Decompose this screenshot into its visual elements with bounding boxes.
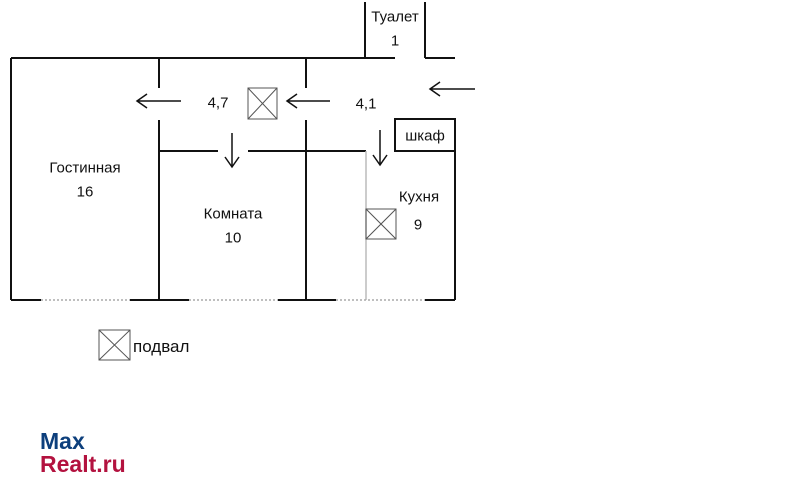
arrow-left-icon — [135, 93, 181, 109]
arrow-left-icon — [285, 93, 330, 109]
arrow-down-icon — [224, 133, 240, 169]
basement-label: подвал — [133, 337, 190, 356]
hatch-box-icon — [365, 208, 397, 240]
arrow-down-icon — [372, 130, 388, 167]
maxrealt-logo: Max Realt.ru — [40, 430, 126, 476]
toilet-area: 1 — [390, 32, 400, 50]
basement-hatch-icon — [98, 329, 131, 361]
logo-max: Max — [40, 428, 85, 454]
walls — [10, 2, 456, 301]
kitchen-label: Кухня — [398, 188, 440, 206]
hatch-box-icon — [247, 87, 278, 120]
arrows — [135, 81, 475, 169]
room-area: 10 — [224, 229, 242, 247]
arrow-left-icon — [428, 81, 475, 97]
hall2-area: 4,1 — [355, 95, 377, 113]
logo-realt: Realt.ru — [40, 451, 126, 477]
living-area: 16 — [76, 183, 94, 201]
kitchen-area: 9 — [413, 216, 423, 234]
room-label: Комната — [203, 205, 263, 223]
toilet-label: Туалет — [371, 8, 419, 26]
living-label: Гостинная — [49, 159, 121, 177]
closet-box — [394, 118, 456, 152]
hall1-area: 4,7 — [207, 94, 229, 112]
closet-label: шкаф — [405, 127, 445, 145]
